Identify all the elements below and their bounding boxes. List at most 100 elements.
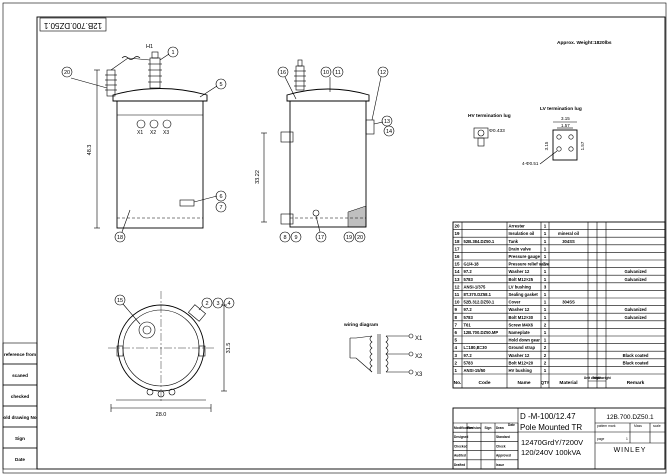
- bom-row-qty: 1: [544, 307, 547, 312]
- bom-row-code: 5783: [464, 315, 474, 320]
- bom-row-no: 18: [455, 239, 461, 244]
- bom-row-code: T61: [464, 322, 472, 327]
- bom-row-no: 14: [455, 269, 461, 274]
- bom-row-remark: Galvanized: [624, 307, 647, 312]
- side-hanger-upper: [280, 131, 294, 143]
- bom-header-qty: QTY: [541, 380, 550, 385]
- bom-row-code: ANSI-1/375: [464, 284, 487, 289]
- svg-text:Mass: Mass: [634, 424, 642, 428]
- title-voltage-1: 12470GrdY/7200V: [521, 438, 583, 447]
- bom-row-name: Screw M4X6: [509, 322, 534, 327]
- side-drain-valve: [312, 209, 320, 217]
- bom-row-name: Bolt M12×30: [509, 315, 534, 320]
- svg-text:20: 20: [357, 235, 363, 241]
- front-view: X1 X2 X3 48.3 H1: [87, 44, 208, 229]
- bom-row-qty: 1: [544, 262, 547, 267]
- bom-row-name: Bolt M12×20: [509, 360, 534, 365]
- bom-row-remark: Galvanized: [624, 269, 647, 274]
- bom-row-name: Hold down gear: [509, 338, 541, 343]
- left-panel-label: reference from: [4, 352, 36, 357]
- svg-text:wiring diagram: wiring diagram: [343, 322, 378, 328]
- callout-8: [279, 231, 291, 243]
- bom-row-qty: 1: [544, 315, 547, 320]
- left-panel-label: Sign: [15, 436, 25, 441]
- bom-header-total-weight: Total weight: [592, 376, 611, 380]
- side-view: 33.22: [255, 59, 375, 228]
- svg-text:LV termination lug: LV termination lug: [540, 106, 582, 112]
- front-nameplate: [179, 199, 195, 207]
- bom-row-name: LV bushing: [509, 284, 532, 289]
- svg-text:1: 1: [626, 437, 628, 441]
- bom-header-name: Name: [517, 380, 530, 386]
- bom-row-name: Cover: [509, 300, 521, 305]
- svg-text:15: 15: [117, 298, 123, 304]
- callout-16: [277, 66, 289, 78]
- bom-row-no: 8: [455, 315, 458, 320]
- weight-note: Approx. Weight:1820lbs: [557, 40, 612, 46]
- bom-row-qty: 1: [544, 330, 547, 335]
- left-panel-label: scaned: [12, 373, 28, 378]
- bom-row-name: Drain valve: [509, 246, 532, 251]
- bom-row-name: Arrester: [509, 224, 526, 229]
- bom-row-no: 15: [455, 262, 461, 267]
- side-hanger-lower: [280, 213, 294, 225]
- rotated-code-text: 12B.700.DZ50.1: [43, 21, 102, 30]
- bom-row-code: 97.2: [464, 307, 473, 312]
- callout-20b: [354, 231, 366, 243]
- callout-19: [343, 231, 355, 243]
- bom-row-material: 304SS: [562, 300, 575, 305]
- bom-row-name: Pressure relief valve: [509, 262, 550, 267]
- callout-h1: H1: [146, 44, 153, 50]
- svg-text:Φ0.433: Φ0.433: [489, 128, 505, 134]
- bom-row-no: 11: [455, 292, 460, 297]
- side-hv-bushing: [294, 59, 306, 91]
- bom-row-no: 10: [455, 300, 461, 305]
- bom-header-remark: Remark: [627, 380, 645, 386]
- svg-text:14: 14: [386, 129, 392, 135]
- side-callouts: 16 10 11 12 13 14 8 9 17 19 20: [277, 66, 395, 243]
- svg-text:20: 20: [64, 70, 70, 76]
- svg-text:3: 3: [216, 301, 219, 307]
- callout-18: [114, 231, 126, 243]
- front-cover: [112, 88, 208, 102]
- svg-text:HV termination lug: HV termination lug: [468, 113, 511, 119]
- svg-text:8: 8: [283, 235, 286, 241]
- callout-12: [377, 66, 389, 78]
- side-tank-body: [289, 100, 367, 228]
- callout-3: [212, 297, 224, 309]
- bom-row-qty: 1: [544, 292, 547, 297]
- bom-row-remark: Galvanized: [624, 277, 647, 282]
- svg-text:12: 12: [380, 70, 386, 76]
- callout-7: [215, 201, 227, 213]
- bom-row-code: L=180,B=30: [464, 345, 488, 350]
- title-role-name: Check: [496, 444, 506, 448]
- svg-text:11: 11: [335, 70, 341, 76]
- front-callouts: 1 20 5 6 7 18: [61, 46, 227, 243]
- front-lv-bushings: X1 X2 X3: [136, 119, 172, 136]
- bom-header-code: Code: [479, 380, 491, 386]
- title-voltage-2: 120/240V 100kVA: [521, 448, 581, 457]
- left-panel-label: old drawing No: [3, 415, 36, 420]
- bom-row-code: 52B.312.DZ50.1: [464, 300, 495, 305]
- svg-text:3.15: 3.15: [561, 116, 570, 121]
- bom-row-name: Ground strap: [509, 345, 536, 350]
- title-block: D -M-100/12.47 Pole Mounted TR 12470GrdY…: [452, 407, 666, 470]
- title-role-name: Draw: [496, 426, 504, 430]
- title-name: Pole Mounted TR: [520, 423, 582, 432]
- svg-text:1: 1: [171, 50, 174, 56]
- title-model: D -M-100/12.47: [520, 412, 576, 421]
- bom-row-qty: 1: [544, 300, 547, 305]
- side-cover: [286, 88, 370, 102]
- bom-row-code: ANSI-15/50: [464, 368, 487, 373]
- bom-row-remark: Black coated: [623, 353, 649, 358]
- callout-5: [215, 78, 227, 90]
- bom-row-qty: 2: [544, 353, 547, 358]
- side-corner-hatch: [347, 205, 367, 228]
- wiring-x3: X3: [415, 372, 423, 378]
- svg-text:2: 2: [205, 301, 208, 307]
- svg-text:pattern mark: pattern mark: [597, 424, 616, 428]
- svg-text:17: 17: [318, 235, 324, 241]
